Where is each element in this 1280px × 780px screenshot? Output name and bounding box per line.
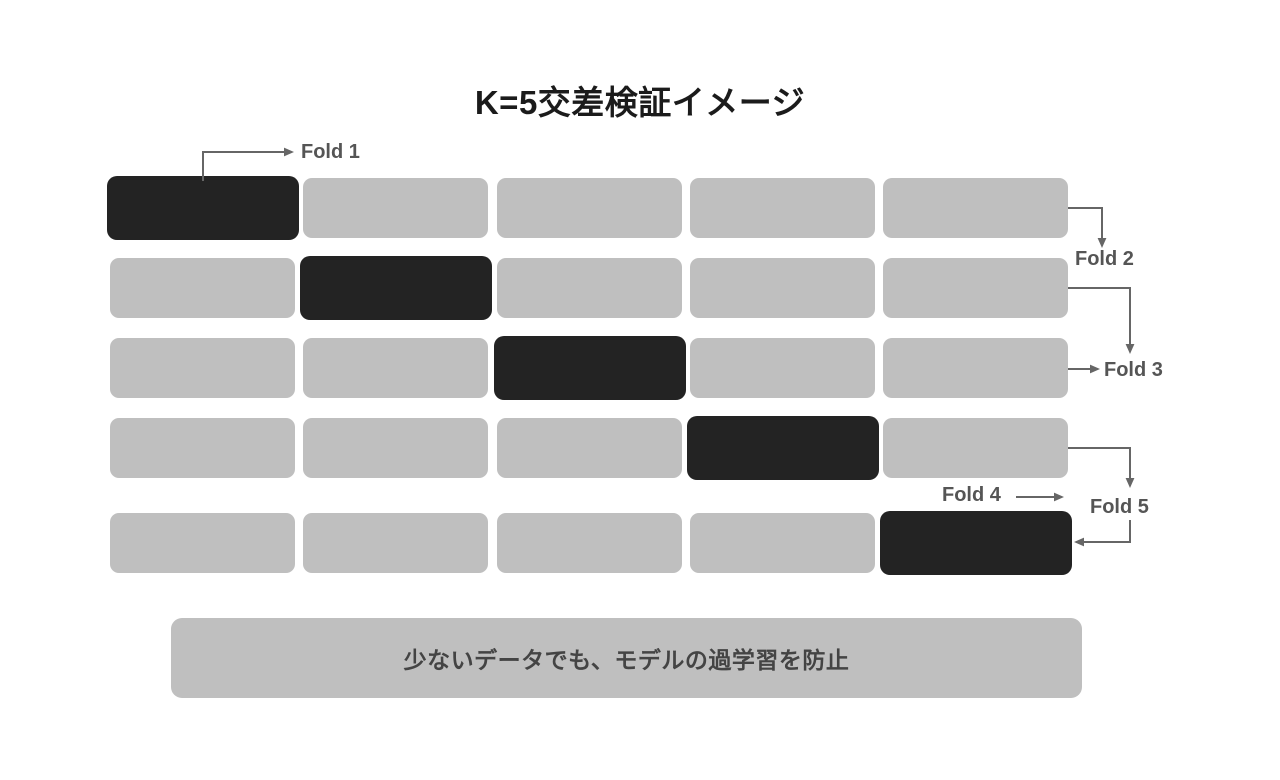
arrowhead-icon [1125,344,1135,354]
fold-row-3-cell-5[interactable] [883,338,1068,398]
fold-label-4: Fold 4 [942,484,1001,506]
arrowhead-icon [1125,478,1135,488]
fold-row-5-cell-2[interactable] [303,513,488,573]
fold-row-1-cell-4[interactable] [690,178,875,238]
arrowhead-icon [1090,364,1100,374]
fold-row-2-cell-4[interactable] [690,258,875,318]
fold-row-1-cell-5[interactable] [883,178,1068,238]
fold-row-4-cell-2[interactable] [303,418,488,478]
fold-label-5: Fold 5 [1090,496,1149,518]
fold-row-2-cell-2[interactable] [300,256,492,320]
fold-row-3-cell-4[interactable] [690,338,875,398]
fold-row-2 [110,256,1068,320]
fold-row-3-cell-3[interactable] [494,336,686,400]
fold-row-2-cell-5[interactable] [883,258,1068,318]
connector-fold-5-down [1068,440,1148,492]
page-title: K=5交差検証イメージ [474,84,806,121]
fold-row-4-cell-5[interactable] [883,418,1068,478]
arrowhead-icon [1097,238,1107,248]
fold-row-3 [110,336,1068,400]
fold-row-5-cell-4[interactable] [690,513,875,573]
arrowhead-icon [1074,537,1084,547]
fold-row-1-cell-3[interactable] [497,178,682,238]
connector-fold-4 [1016,488,1072,506]
fold-row-3-cell-1[interactable] [110,338,295,398]
summary-banner-text: 少ないデータでも、モデルの過学習を防止 [403,647,850,673]
fold-row-1-cell-1[interactable] [107,176,299,240]
connector-fold-3-right [1068,360,1108,378]
fold-row-4-cell-4[interactable] [687,416,879,480]
fold-row-1 [107,176,1068,240]
fold-row-5-cell-1[interactable] [110,513,295,573]
fold-row-5-cell-5[interactable] [880,511,1072,575]
arrowhead-icon [284,147,294,157]
fold-row-4 [110,416,1068,480]
fold-row-1-cell-2[interactable] [303,178,488,238]
connector-fold-5-left [1068,520,1148,562]
fold-row-2-cell-1[interactable] [110,258,295,318]
fold-row-3-cell-2[interactable] [303,338,488,398]
fold-row-4-cell-3[interactable] [497,418,682,478]
fold-label-1: Fold 1 [301,141,360,163]
fold-label-2: Fold 2 [1075,248,1134,270]
fold-row-4-cell-1[interactable] [110,418,295,478]
fold-row-5-cell-3[interactable] [497,513,682,573]
connector-fold-3-down [1068,280,1148,358]
fold-label-3: Fold 3 [1104,359,1163,381]
arrowhead-icon [1054,492,1064,502]
summary-banner: 少ないデータでも、モデルの過学習を防止 [171,618,1082,698]
fold-row-2-cell-3[interactable] [497,258,682,318]
fold-row-5 [110,511,1072,575]
connector-fold-2 [1068,200,1138,252]
